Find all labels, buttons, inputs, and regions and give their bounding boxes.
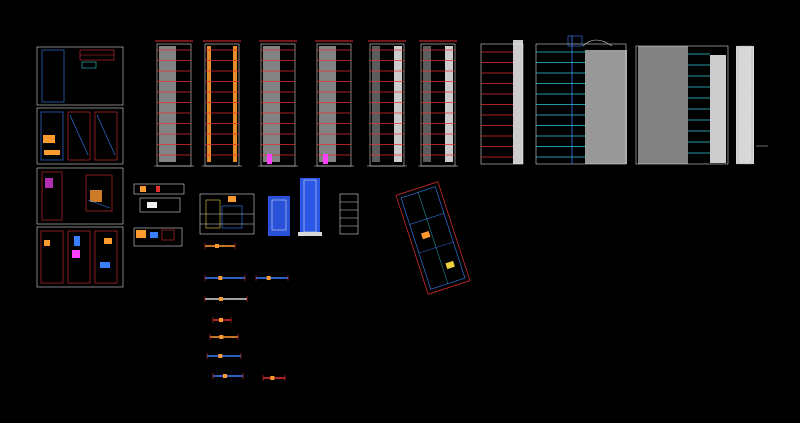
section-sheet-2[interactable] xyxy=(202,40,242,167)
detail-sheet-facade-small[interactable] xyxy=(133,183,185,213)
detail-strip-1[interactable] xyxy=(204,243,236,249)
detail-strip-6[interactable] xyxy=(209,334,239,340)
detail-strip-4[interactable] xyxy=(204,296,248,302)
render-elevation-blue-right[interactable] xyxy=(298,178,322,236)
detail-strip-7[interactable] xyxy=(206,353,242,359)
plan-sheet-site[interactable] xyxy=(36,46,124,106)
rotated-site-plan[interactable] xyxy=(395,181,471,295)
detail-strip-2[interactable] xyxy=(204,275,246,281)
elevation-sheet-end[interactable] xyxy=(736,45,768,165)
detail-strip-9[interactable] xyxy=(262,375,286,381)
elevation-sheet-side[interactable] xyxy=(535,35,627,165)
detail-strip-5[interactable] xyxy=(212,317,232,323)
detail-strips xyxy=(204,243,289,381)
detail-strip-3[interactable] xyxy=(255,275,289,281)
detail-sheet-unit-plan[interactable] xyxy=(133,227,183,247)
plan-sheet-typical-a[interactable] xyxy=(36,107,124,165)
elevation-sheet-front[interactable] xyxy=(480,40,524,165)
render-elevation-blue-left[interactable] xyxy=(268,196,290,236)
plan-sheet-typical-b[interactable] xyxy=(36,167,124,225)
section-sheet-6[interactable] xyxy=(418,40,458,167)
elevation-sheet-rear[interactable] xyxy=(635,45,729,165)
section-sheets-row xyxy=(154,40,458,167)
isometric-cutaway[interactable] xyxy=(199,193,255,235)
plan-sheet-units[interactable] xyxy=(36,226,124,288)
section-sheet-4[interactable] xyxy=(314,40,354,167)
section-sheet-5[interactable] xyxy=(367,40,407,167)
detail-strip-8[interactable] xyxy=(212,373,244,379)
section-sheet-1[interactable] xyxy=(154,40,194,167)
section-sheet-small[interactable] xyxy=(339,193,359,235)
section-sheet-3[interactable] xyxy=(258,40,298,167)
